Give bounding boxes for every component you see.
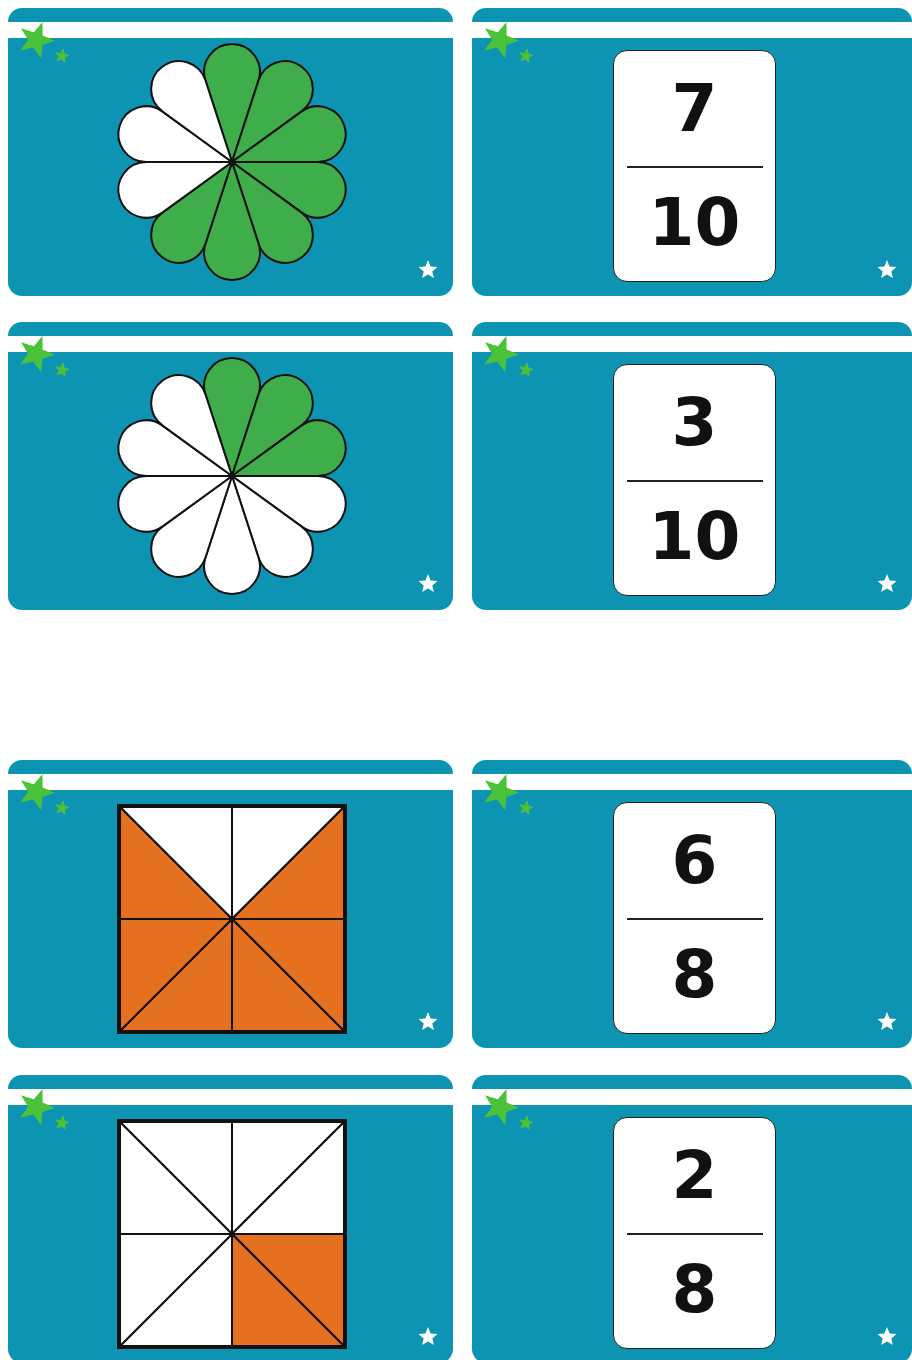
card-stripe bbox=[472, 336, 912, 352]
triangle-part bbox=[119, 806, 232, 919]
card-stripe bbox=[8, 336, 453, 352]
triangle-part bbox=[232, 1121, 345, 1234]
green-star bbox=[20, 22, 55, 58]
numerator: 2 bbox=[672, 1143, 718, 1209]
triangle-part bbox=[232, 806, 345, 919]
card-ground bbox=[8, 8, 453, 296]
card-ground bbox=[8, 1075, 453, 1360]
card-stripe bbox=[8, 22, 453, 38]
green-star-small bbox=[55, 800, 70, 815]
triangle-part bbox=[232, 1121, 345, 1234]
white-star bbox=[419, 574, 438, 592]
denominator: 8 bbox=[672, 1257, 718, 1323]
numerator: 6 bbox=[672, 828, 718, 894]
card bbox=[8, 322, 453, 610]
green-star-small bbox=[55, 48, 70, 63]
card bbox=[8, 760, 453, 1048]
green-star bbox=[484, 1089, 519, 1125]
fraction-card: 28 bbox=[613, 1117, 776, 1349]
card-ground bbox=[472, 760, 912, 1048]
green-star-small bbox=[519, 48, 534, 63]
card bbox=[8, 1075, 453, 1360]
denominator: 10 bbox=[649, 190, 741, 256]
white-star bbox=[878, 1012, 897, 1030]
green-star-small bbox=[55, 1115, 70, 1130]
card-ground bbox=[472, 322, 912, 610]
card-stripe bbox=[472, 774, 912, 790]
triangle-part bbox=[119, 806, 232, 919]
fraction-bar bbox=[627, 480, 763, 482]
triangle-part bbox=[119, 1234, 232, 1347]
triangle-part bbox=[232, 1234, 345, 1347]
card-ground bbox=[8, 760, 453, 1048]
numerator: 7 bbox=[672, 76, 718, 142]
green-star bbox=[20, 774, 55, 810]
card bbox=[472, 8, 912, 296]
square-fraction bbox=[119, 1121, 345, 1347]
petal bbox=[140, 364, 254, 492]
fraction-card: 3 10 bbox=[613, 364, 776, 596]
square-outline bbox=[119, 806, 345, 1032]
green-star-small bbox=[519, 1115, 534, 1130]
card-ground bbox=[472, 1075, 912, 1360]
denominator: 8 bbox=[672, 942, 718, 1008]
fraction-card: 68 bbox=[613, 802, 776, 1034]
green-star bbox=[20, 1089, 55, 1125]
card-ground bbox=[472, 8, 912, 296]
green-star bbox=[20, 336, 55, 372]
green-star-small bbox=[55, 362, 70, 377]
fraction-card: 7 10 bbox=[613, 50, 776, 282]
card-stripe bbox=[472, 1089, 912, 1105]
white-star bbox=[419, 1012, 438, 1030]
card bbox=[472, 1075, 912, 1360]
petal bbox=[140, 50, 254, 178]
fraction-bar bbox=[627, 166, 763, 168]
fraction-bar bbox=[627, 1233, 763, 1235]
white-star bbox=[878, 574, 897, 592]
green-star bbox=[484, 336, 519, 372]
white-star bbox=[419, 260, 438, 278]
triangle-part bbox=[119, 1234, 232, 1347]
card bbox=[472, 322, 912, 610]
denominator: 10 bbox=[649, 504, 741, 570]
green-star-small bbox=[519, 362, 534, 377]
fraction-bar bbox=[627, 918, 763, 920]
triangle-part bbox=[232, 919, 345, 1032]
square-outline bbox=[119, 1121, 345, 1347]
green-star bbox=[484, 22, 519, 58]
triangle-part bbox=[119, 1121, 232, 1234]
flower-fraction bbox=[111, 44, 353, 280]
white-star bbox=[419, 1327, 438, 1345]
white-star bbox=[878, 260, 897, 278]
numerator: 3 bbox=[672, 390, 718, 456]
card-stripe bbox=[8, 774, 453, 790]
triangle-part bbox=[232, 1234, 345, 1347]
card-ground bbox=[8, 322, 453, 610]
green-star-small bbox=[519, 800, 534, 815]
flower-fraction bbox=[111, 358, 353, 594]
triangle-part bbox=[232, 919, 345, 1032]
triangle-part bbox=[119, 919, 232, 1032]
card-stripe bbox=[8, 1089, 453, 1105]
triangle-part bbox=[232, 806, 345, 919]
card-stripe bbox=[472, 22, 912, 38]
triangle-part bbox=[119, 919, 232, 1032]
triangle-part bbox=[119, 1121, 232, 1234]
green-star bbox=[484, 774, 519, 810]
white-star bbox=[878, 1327, 897, 1345]
square-fraction bbox=[119, 806, 345, 1032]
card bbox=[472, 760, 912, 1048]
card bbox=[8, 8, 453, 296]
